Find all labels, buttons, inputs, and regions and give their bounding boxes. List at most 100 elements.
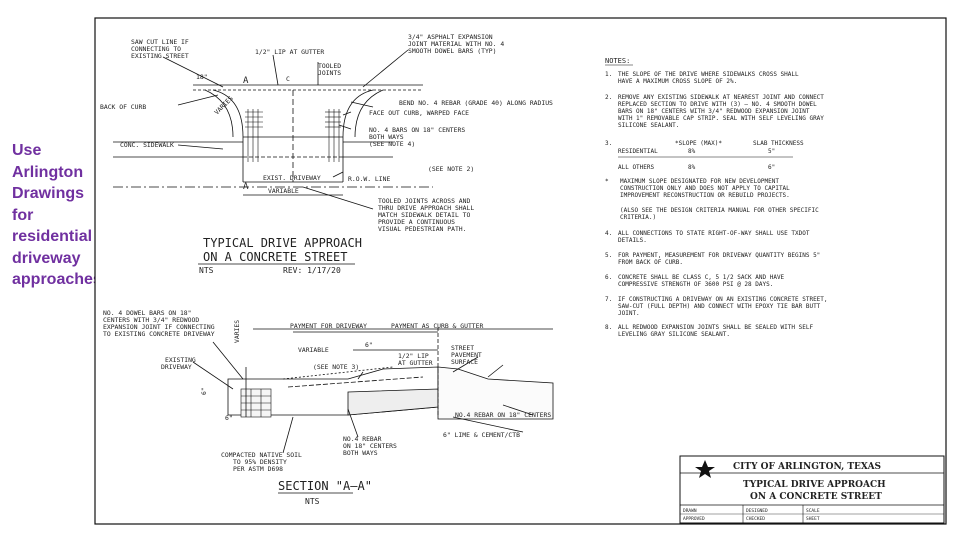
note-line: DETAILS. <box>618 237 647 244</box>
title-block-field: APPROVED <box>683 516 705 522</box>
note-number: 3. <box>605 140 612 147</box>
plan-title: TYPICAL DRIVE APPROACH <box>203 236 362 250</box>
callout: AT GUTTER <box>398 359 433 367</box>
callout: R.O.W. LINE <box>348 175 390 183</box>
note-line: CONSTRUCTION ONLY AND DOES NOT APPLY TO … <box>620 185 790 192</box>
slope-cell: 8% <box>688 164 696 171</box>
note-line: CONCRETE SHALL BE CLASS C, 5 1/2 SACK AN… <box>618 274 785 281</box>
callout: (SEE NOTE 4) <box>369 140 415 148</box>
callout: PAVEMENT <box>451 351 482 359</box>
caption-line: driveway <box>12 249 81 267</box>
callout: NO.4 REBAR <box>343 435 382 443</box>
caption-line: Use <box>12 142 42 159</box>
note-line: REPLACED SECTION TO DRIVE WITH (3) – NO.… <box>618 101 817 108</box>
callout: VARIABLE <box>268 187 299 195</box>
callout: PAYMENT AS CURB & GUTTER <box>391 322 483 330</box>
notes-heading: NOTES: <box>605 57 630 65</box>
callout: TO 95% DENSITY <box>233 458 287 466</box>
caption-line: residential <box>12 228 93 245</box>
title-block: CITY OF ARLINGTON, TEXAS TYPICAL DRIVE A… <box>679 455 945 524</box>
note-line: MAXIMUM SLOPE DESIGNATED FOR NEW DEVELOP… <box>620 178 779 185</box>
callout: THRU DRIVE APPROACH SHALL <box>378 204 474 212</box>
callout: CONNECTING TO <box>131 45 181 53</box>
callout: NO.4 REBAR ON 18" CENTERS <box>455 411 551 419</box>
plan-revision: REV: 1/17/20 <box>283 266 341 275</box>
notes-block: NOTES: 1. THE SLOPE OF THE DRIVE WHERE S… <box>605 57 828 338</box>
note-line: BARS ON 18" CENTERS WITH 3/4" REDWOOD EX… <box>618 108 810 115</box>
city-star-icon <box>695 460 715 478</box>
note-number: 6. <box>605 274 612 281</box>
callout: 6" LIME & CEMENT/CTB <box>443 431 520 439</box>
note-line: FOR PAYMENT, MEASUREMENT FOR DRIVEWAY QU… <box>618 252 820 259</box>
callout: BACK OF CURB <box>100 103 146 111</box>
plan-view <box>113 49 433 210</box>
section-view <box>192 327 554 494</box>
callout: VARIABLE <box>298 346 329 354</box>
note-line: SILICONE SEALANT. <box>618 122 679 129</box>
section-view-labels: NO. 4 DOWEL BARS ON 18" CENTERS WITH 3/4… <box>103 309 551 506</box>
callout: BOTH WAYS <box>343 449 378 457</box>
note-line: LEVELING GRAY SILICONE SEALANT. <box>618 331 730 338</box>
caption-line: Drawings <box>12 185 85 202</box>
note-line: (ALSO SEE THE DESIGN CRITERIA MANUAL FOR… <box>620 207 819 214</box>
callout: (SEE NOTE 2) <box>428 165 474 173</box>
title-block-field: SCALE <box>806 508 820 514</box>
slope-cell: 8% <box>688 148 696 155</box>
note-line: CRITERIA.) <box>620 214 656 221</box>
callout: NO. 4 DOWEL BARS ON 18" <box>103 309 192 317</box>
note-line: ALL CONNECTIONS TO STATE RIGHT-OF-WAY SH… <box>618 230 810 237</box>
slope-header: *SLOPE (MAX)* <box>675 140 722 147</box>
slide-caption: Use Arlington Drawings for residential d… <box>12 140 112 291</box>
note-line: IMPROVEMENT RECONSTRUCTION OR REBUILD PR… <box>620 192 790 199</box>
callout: TO EXISTING CONCRETE DRIVEWAY <box>103 330 215 338</box>
note-line: COMPRESSIVE STRENGTH OF 3600 PSI @ 28 DA… <box>618 281 773 288</box>
callout: EXPANSION JOINT IF CONNECTING <box>103 323 215 331</box>
callout: VISUAL PEDESTRIAN PATH. <box>378 225 467 233</box>
section-marker: A <box>243 76 249 86</box>
callout: 3/4" ASPHALT EXPANSION <box>408 33 493 41</box>
section-scale: NTS <box>305 497 320 506</box>
callout: PROVIDE A CONTINUOUS <box>378 218 455 226</box>
title-block-field: SHEET <box>806 516 820 522</box>
note-number: 4. <box>605 230 612 237</box>
caption-line: for <box>12 206 34 224</box>
callout: EXISTING <box>165 356 196 364</box>
note-number: 7. <box>605 296 612 303</box>
callout: NO. 4 BARS ON 18" CENTERS <box>369 126 465 134</box>
section-title: SECTION "A–A" <box>278 479 372 493</box>
note-number: * <box>605 178 609 185</box>
callout: (SEE NOTE 3) <box>313 363 359 371</box>
note-line: IF CONSTRUCTING A DRIVEWAY ON AN EXISTIN… <box>618 296 828 303</box>
slope-cell: 6" <box>768 164 775 171</box>
callout: 6" <box>365 341 373 349</box>
callout: JOINTS <box>318 69 341 77</box>
plan-scale: NTS <box>199 266 214 275</box>
title-block-field: DESIGNED <box>746 508 768 514</box>
callout: CENTERS WITH 3/4" REDWOOD <box>103 316 199 324</box>
callout: DRIVEWAY <box>161 363 192 371</box>
callout: CONC. SIDEWALK <box>120 141 174 149</box>
sheet-border <box>94 17 947 525</box>
note-line: SAW-CUT (FULL DEPTH) AND CONNECT WITH EP… <box>618 303 821 310</box>
callout: TOOLED JOINTS ACROSS AND <box>378 197 470 205</box>
callout: BEND NO. 4 REBAR (GRADE 40) ALONG RADIUS <box>399 99 553 107</box>
note-line: REMOVE ANY EXISTING SIDEWALK AT NEAREST … <box>618 94 824 101</box>
note-line: FROM BACK OF CURB. <box>618 259 683 266</box>
callout: VARIES <box>233 320 241 343</box>
title-block-title-line1: TYPICAL DRIVE APPROACH <box>743 480 886 490</box>
title-block-city: CITY OF ARLINGTON, TEXAS <box>733 462 881 472</box>
callout: MATCH SIDEWALK DETAIL TO <box>378 211 470 219</box>
callout: EXIST. DRIVEWAY <box>263 174 321 182</box>
note-number: 1. <box>605 71 612 78</box>
callout: SMOOTH DOWEL BARS (TYP) <box>408 47 497 55</box>
plan-view-labels: SAW CUT LINE IF CONNECTING TO EXISTING S… <box>100 33 553 275</box>
note-number: 5. <box>605 252 612 259</box>
note-line: WITH 1" REMOVABLE CAP STRIP. SEAL WITH S… <box>618 115 824 122</box>
title-block-field: CHECKED <box>746 516 765 522</box>
caption-line: Arlington <box>12 163 84 181</box>
callout: FACE OUT CURB, WARPED FACE <box>369 109 469 117</box>
section-marker: A <box>243 182 249 192</box>
slope-cell: RESIDENTIAL <box>618 148 658 155</box>
note-line: THE SLOPE OF THE DRIVE WHERE SIDEWALKS C… <box>618 71 799 78</box>
callout: 6" <box>200 387 208 395</box>
